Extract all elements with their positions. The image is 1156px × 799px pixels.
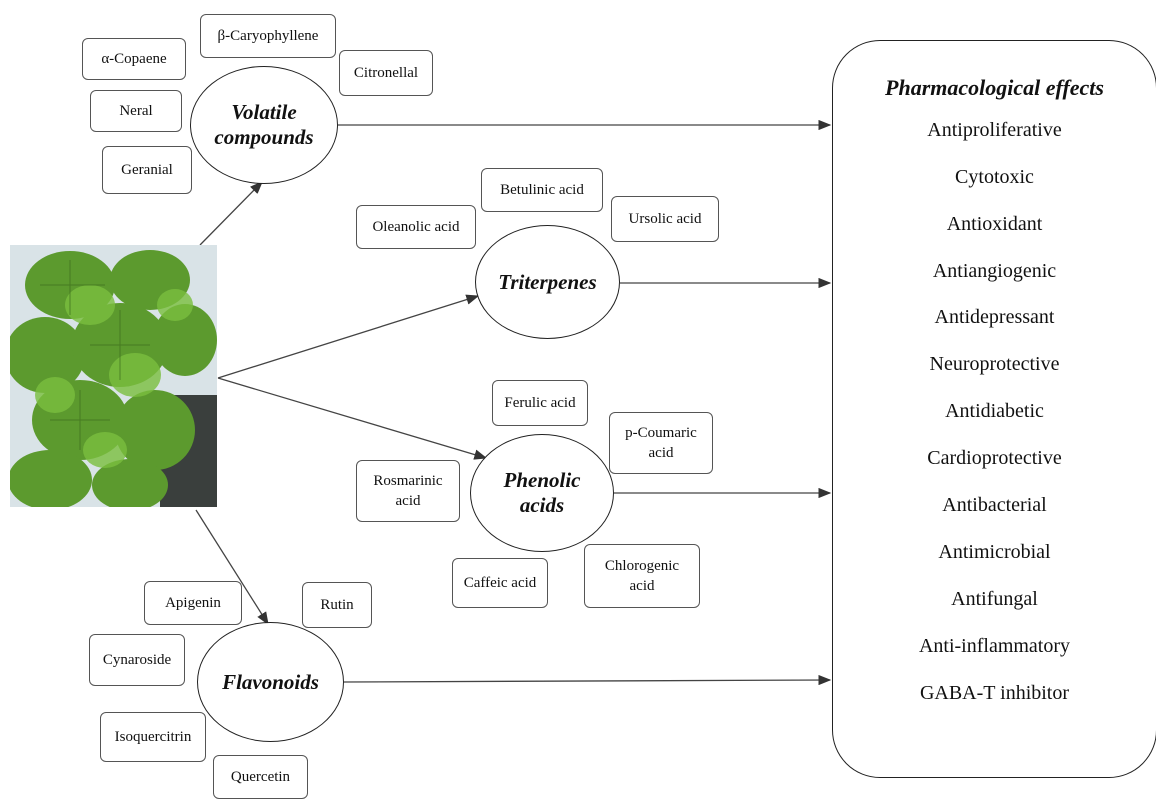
effect-item: Cytotoxic — [955, 166, 1034, 188]
compound-oleanolic-acid: Oleanolic acid — [356, 205, 476, 249]
compound-betulinic-acid: Betulinic acid — [481, 168, 603, 212]
compound-ferulic-acid: Ferulic acid — [492, 380, 588, 426]
arrow-plant-to-flavonoids — [195, 509, 269, 626]
effect-item: Antifungal — [951, 588, 1038, 610]
effect-item: Antimicrobial — [938, 541, 1051, 563]
effect-item: GABA-T inhibitor — [919, 682, 1070, 704]
effect-item: Antidiabetic — [945, 400, 1044, 422]
compound-rosmarinic-acid: Rosmarinic acid — [356, 460, 460, 522]
compound-caffeic-acid: Caffeic acid — [452, 558, 548, 608]
group-flavonoids: Flavonoids — [197, 622, 344, 742]
compound-isoquercitrin: Isoquercitrin — [100, 712, 206, 762]
effect-item: Antiproliferative — [927, 119, 1062, 141]
compound-apigenin: Apigenin — [144, 581, 242, 625]
effect-item: Antiangiogenic — [932, 260, 1057, 282]
effect-item: Antioxidant — [946, 213, 1043, 235]
compound-quercetin: Quercetin — [213, 755, 308, 799]
compound-cynaroside: Cynaroside — [89, 634, 185, 686]
lemon-balm-plant-image — [10, 245, 217, 507]
compound-beta-caryophyllene: β-Caryophyllene — [200, 14, 336, 58]
compound-citronellal: Citronellal — [339, 50, 433, 96]
compound-ursolic-acid: Ursolic acid — [611, 196, 719, 242]
effect-item: Antibacterial — [942, 494, 1047, 516]
arrow-plant-to-phenolic — [217, 377, 488, 460]
pharmacological-effects-panel: Pharmacological effects Antiproliferativ… — [832, 40, 1156, 778]
compound-chlorogenic-acid: Chlorogenic acid — [584, 544, 700, 608]
group-triterpenes: Triterpenes — [475, 225, 620, 339]
compound-alpha-copaene: α-Copaene — [82, 38, 186, 80]
arrow-flavonoids-to-effects — [343, 674, 832, 686]
arrow-plant-to-volatile — [199, 181, 263, 246]
effect-item: Anti-inflammatory — [918, 635, 1071, 657]
group-phenolic-acids: Phenolic acids — [470, 434, 614, 552]
arrow-plant-to-triterpenes — [217, 294, 480, 379]
compound-rutin: Rutin — [302, 582, 372, 628]
group-volatile-compounds: Volatile compounds — [190, 66, 338, 184]
compound-p-coumaric-acid: p-Coumaric acid — [609, 412, 713, 474]
compound-geranial: Geranial — [102, 146, 192, 194]
effects-title: Pharmacological effects — [885, 75, 1104, 100]
effect-item: Neuroprotective — [929, 353, 1060, 375]
effect-item: Antidepressant — [934, 306, 1055, 328]
compound-neral: Neral — [90, 90, 182, 132]
effect-item: Cardioprotective — [927, 447, 1062, 469]
